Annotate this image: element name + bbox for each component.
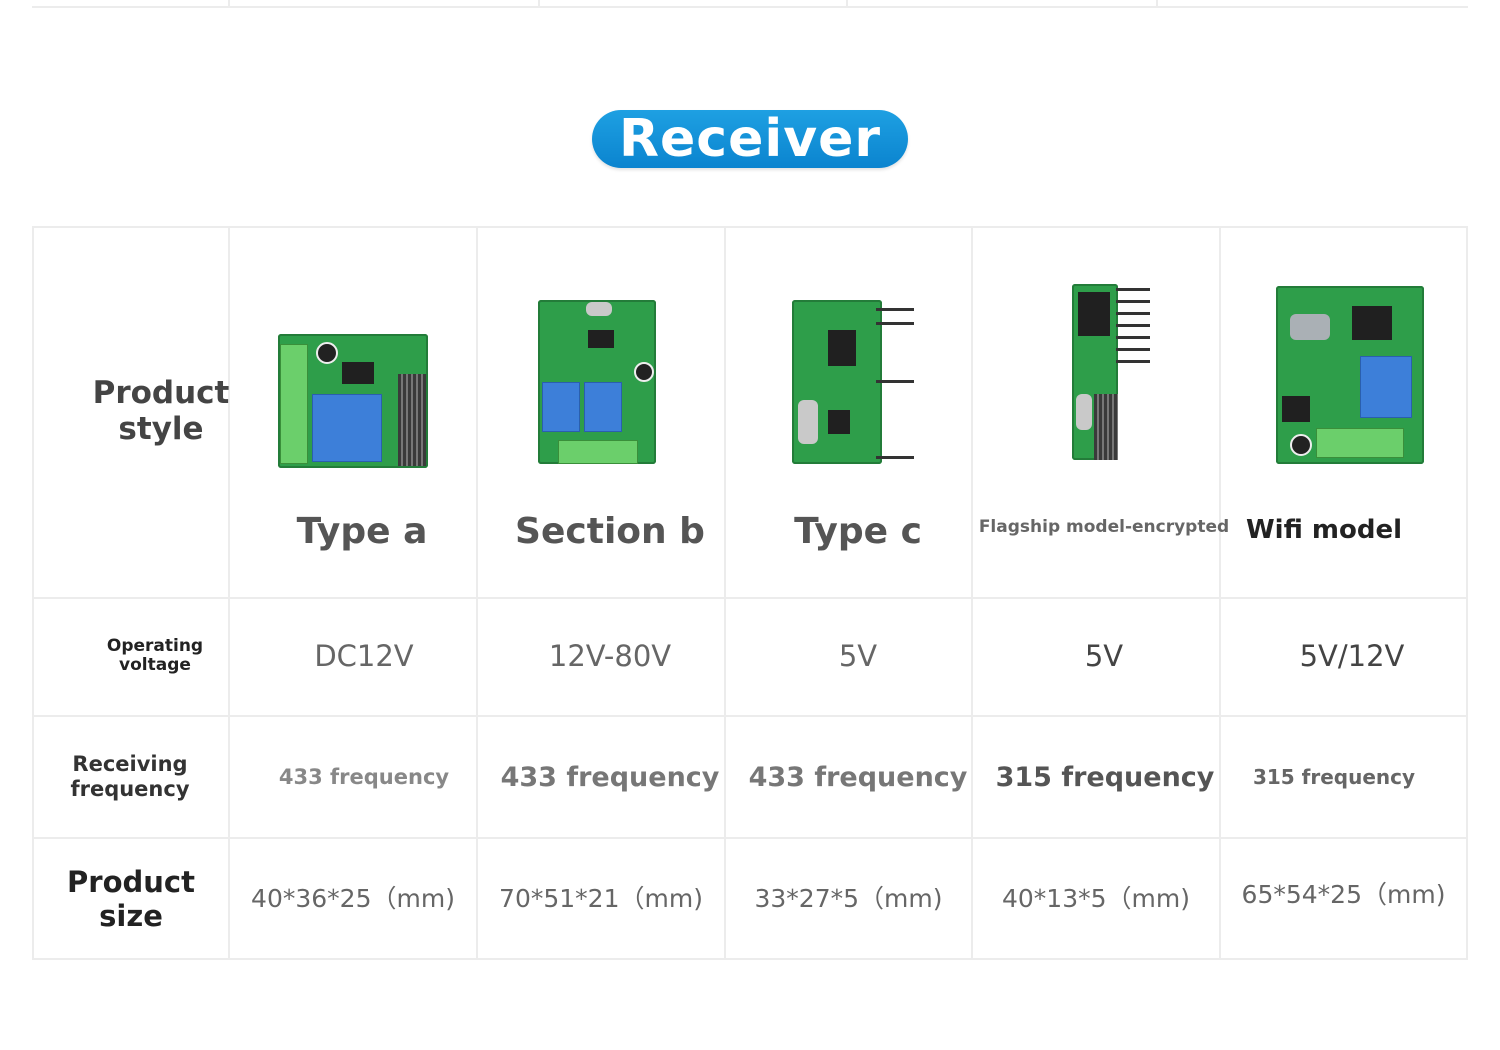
size-type-c: 33*27*5（mm) bbox=[754, 884, 943, 913]
previous-table-edge bbox=[32, 0, 1468, 8]
frequency-type-c: 433 frequency bbox=[748, 761, 968, 793]
row-label-voltage: Operating voltage bbox=[106, 636, 204, 675]
voltage-wifi: 5V/12V bbox=[1299, 639, 1405, 673]
table-border-bottom bbox=[32, 958, 1468, 960]
frequency-section-b: 433 frequency bbox=[500, 761, 720, 793]
size-wifi: 65*54*25（mm) bbox=[1241, 880, 1446, 909]
product-name-flagship: Flagship model-encrypted bbox=[978, 517, 1230, 537]
product-image-type-a bbox=[278, 334, 430, 470]
frequency-flagship: 315 frequency bbox=[995, 761, 1215, 793]
col-divider bbox=[1219, 226, 1221, 960]
row-divider bbox=[32, 597, 1468, 599]
col-divider bbox=[228, 226, 230, 960]
voltage-type-a: DC12V bbox=[314, 639, 414, 673]
size-section-b: 70*51*21（mm) bbox=[499, 884, 703, 913]
row-label-frequency: Receiving frequency bbox=[70, 752, 190, 801]
frequency-type-a: 433 frequency bbox=[278, 765, 450, 789]
product-name-type-a: Type a bbox=[296, 510, 428, 552]
col-divider bbox=[724, 226, 726, 960]
product-image-type-c bbox=[792, 300, 916, 466]
comparison-table: Product style Operating voltage Receivin… bbox=[32, 226, 1468, 960]
product-name-wifi: Wifi model bbox=[1245, 515, 1403, 545]
size-type-a: 40*36*25（mm) bbox=[251, 884, 455, 913]
product-name-type-c: Type c bbox=[794, 510, 922, 552]
size-flagship: 40*13*5（mm) bbox=[1002, 884, 1190, 913]
voltage-section-b: 12V-80V bbox=[548, 639, 672, 673]
row-label-style: Product style bbox=[92, 375, 230, 447]
voltage-flagship: 5V bbox=[1084, 639, 1124, 673]
section-title: Receiver bbox=[618, 109, 882, 169]
row-divider bbox=[32, 837, 1468, 839]
product-image-wifi bbox=[1276, 286, 1426, 466]
row-label-size: Product size bbox=[67, 865, 195, 933]
product-name-section-b: Section b bbox=[515, 510, 705, 552]
voltage-type-c: 5V bbox=[838, 639, 878, 673]
frequency-wifi: 315 frequency bbox=[1252, 765, 1416, 789]
col-divider bbox=[476, 226, 478, 960]
table-border-right bbox=[1466, 226, 1468, 960]
product-image-section-b bbox=[538, 300, 658, 466]
row-divider bbox=[32, 715, 1468, 717]
table-border-top bbox=[32, 226, 1468, 228]
section-title-badge: Receiver bbox=[592, 109, 908, 169]
col-divider bbox=[32, 226, 34, 960]
col-divider bbox=[971, 226, 973, 960]
product-image-flagship bbox=[1072, 284, 1162, 464]
